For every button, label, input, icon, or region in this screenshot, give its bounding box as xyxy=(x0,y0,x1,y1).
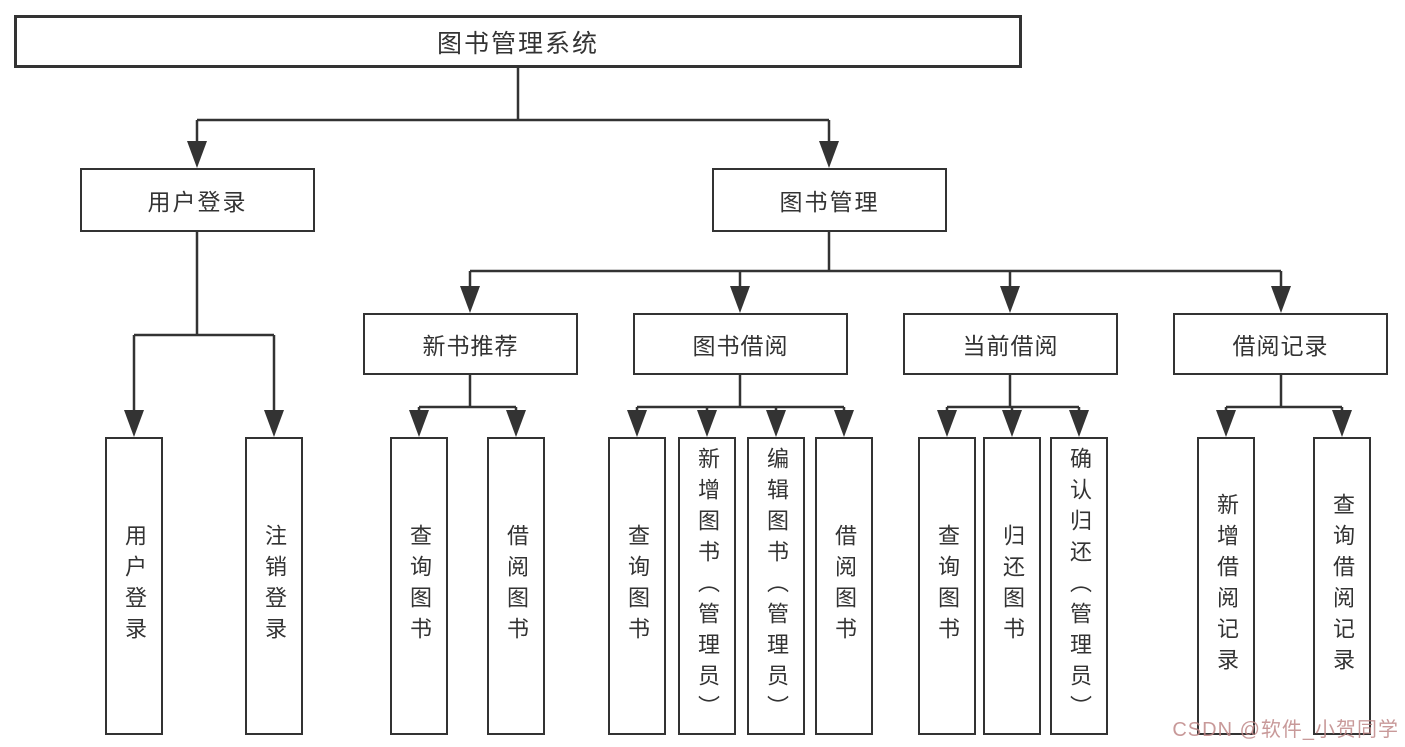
node-new-book-recommend-label: 新书推荐 xyxy=(422,333,519,359)
leaf-user-login-label: 用户登录 xyxy=(122,524,147,648)
node-borrowing-records-label: 借阅记录 xyxy=(1232,333,1329,359)
leaf-query-borrow-record: 查询借阅记录 xyxy=(1313,437,1371,735)
leaf-borrow-books-label: 借阅图书 xyxy=(832,524,857,648)
leaf-user-login: 用户登录 xyxy=(105,437,163,735)
leaf-borrow-books-recommend-label: 借阅图书 xyxy=(504,524,529,648)
node-new-book-recommend: 新书推荐 xyxy=(363,313,578,375)
leaf-confirm-return-admin: 确认归还（管理员） xyxy=(1050,437,1108,735)
leaf-edit-books-admin: 编辑图书（管理员） xyxy=(747,437,805,735)
node-current-borrowing: 当前借阅 xyxy=(903,313,1118,375)
leaf-borrow-books: 借阅图书 xyxy=(815,437,873,735)
node-root-label: 图书管理系统 xyxy=(436,29,599,58)
node-user-login-module: 用户登录 xyxy=(80,168,315,232)
leaf-edit-books-admin-label: 编辑图书（管理员） xyxy=(764,446,789,726)
leaf-add-books-admin-label: 新增图书（管理员） xyxy=(695,446,720,726)
node-root-system: 图书管理系统 xyxy=(14,15,1022,68)
leaf-query-books-current: 查询图书 xyxy=(918,437,976,735)
leaf-add-borrow-record: 新增借阅记录 xyxy=(1197,437,1255,735)
node-current-borrowing-label: 当前借阅 xyxy=(962,333,1059,359)
leaf-return-books-label: 归还图书 xyxy=(1000,524,1025,648)
node-book-borrowing: 图书借阅 xyxy=(633,313,848,375)
node-book-management-module: 图书管理 xyxy=(712,168,947,232)
leaf-borrow-books-recommend: 借阅图书 xyxy=(487,437,545,735)
node-book-management-label: 图书管理 xyxy=(779,189,880,215)
leaf-query-books-current-label: 查询图书 xyxy=(935,524,960,648)
leaf-add-books-admin: 新增图书（管理员） xyxy=(678,437,736,735)
arrowhead-icons xyxy=(124,141,1352,437)
node-book-borrowing-label: 图书借阅 xyxy=(692,333,789,359)
leaf-query-books-borrow-label: 查询图书 xyxy=(625,524,650,648)
leaf-logout: 注销登录 xyxy=(245,437,303,735)
leaf-return-books: 归还图书 xyxy=(983,437,1041,735)
leaf-query-borrow-record-label: 查询借阅记录 xyxy=(1330,493,1355,679)
node-user-login-label: 用户登录 xyxy=(147,189,248,215)
leaf-logout-label: 注销登录 xyxy=(262,524,287,648)
leaf-query-books-recommend-label: 查询图书 xyxy=(407,524,432,648)
leaf-query-books-recommend: 查询图书 xyxy=(390,437,448,735)
leaf-query-books-borrow: 查询图书 xyxy=(608,437,666,735)
node-borrowing-records: 借阅记录 xyxy=(1173,313,1388,375)
leaf-add-borrow-record-label: 新增借阅记录 xyxy=(1214,493,1239,679)
leaf-confirm-return-admin-label: 确认归还（管理员） xyxy=(1067,446,1092,726)
